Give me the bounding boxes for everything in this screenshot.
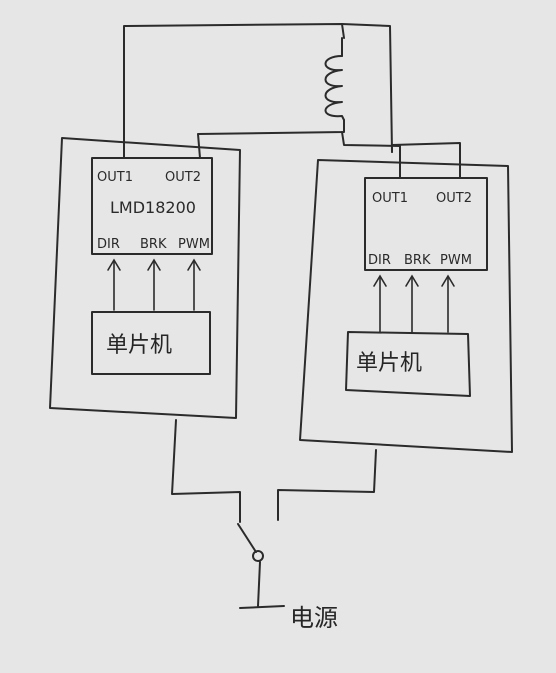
- right-module-board: [299, 159, 513, 453]
- left-mcu-label: 单片机: [106, 333, 172, 358]
- power-wiring: [171, 419, 377, 523]
- power-terminal-bar: [239, 605, 285, 609]
- right-pin-dir: DIR: [368, 253, 391, 268]
- left-pin-brk: BRK: [140, 237, 167, 252]
- right-mcu-box: [345, 331, 471, 397]
- left-signal-arrows: [107, 258, 201, 311]
- right-pin-pwm: PWM: [440, 253, 472, 268]
- right-signal-arrows: [373, 274, 455, 333]
- right-out2-label: OUT2: [436, 191, 472, 206]
- right-pin-brk: BRK: [404, 253, 431, 268]
- left-out1-label: OUT1: [97, 170, 133, 185]
- left-pin-dir: DIR: [97, 237, 120, 252]
- power-label: 电源: [290, 604, 338, 632]
- right-driver-box: [364, 177, 488, 271]
- switch-icon: [237, 523, 264, 607]
- left-out2-label: OUT2: [165, 170, 201, 185]
- left-mcu-box: [91, 311, 211, 375]
- top-wiring: [123, 23, 461, 179]
- right-mcu-label: 单片机: [356, 351, 422, 376]
- right-out1-label: OUT1: [372, 191, 408, 206]
- left-driver-box: [91, 157, 213, 255]
- left-pin-pwm: PWM: [178, 237, 210, 252]
- left-module-board: [49, 137, 241, 419]
- inductor-coil-icon: [324, 37, 345, 121]
- left-chip-label: LMD18200: [110, 198, 196, 217]
